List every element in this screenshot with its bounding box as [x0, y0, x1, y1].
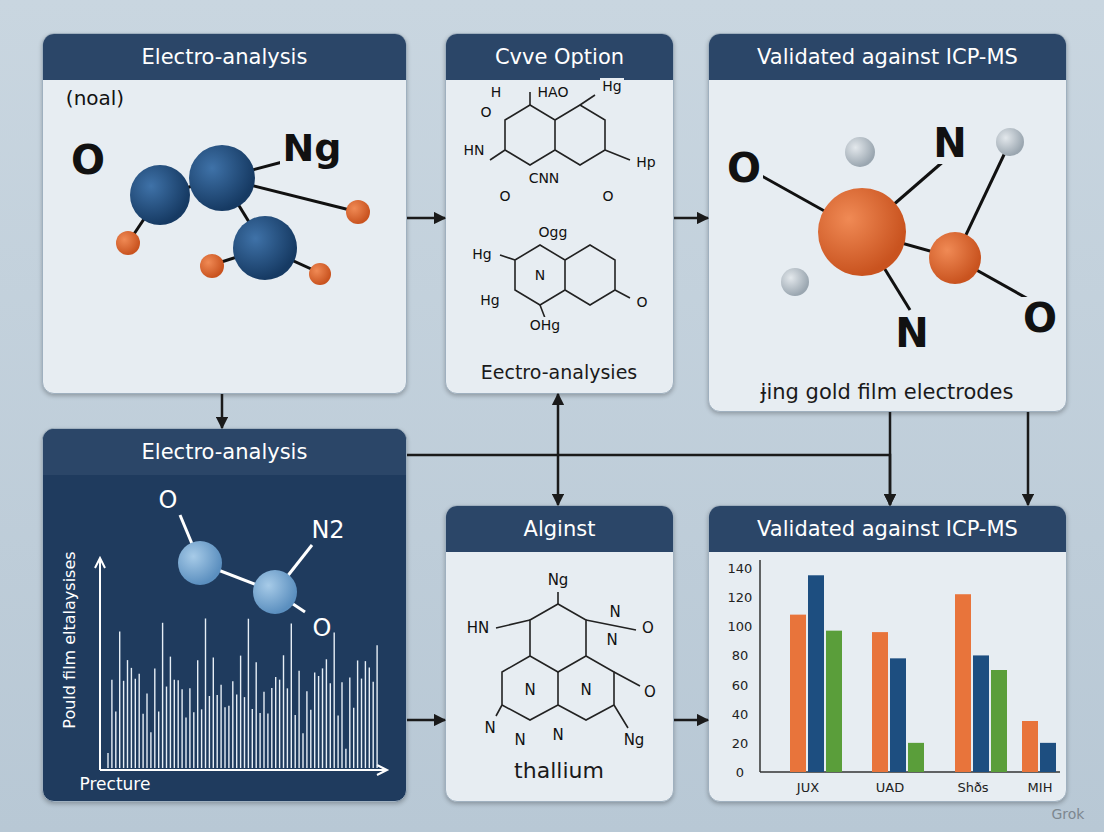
flow-arrow — [407, 719, 445, 722]
atom-label: O — [600, 188, 615, 204]
panel-title: Cvve Option — [495, 45, 624, 69]
atom-label: HN — [465, 620, 492, 637]
atom-label: O — [69, 139, 107, 181]
atom-label: N — [604, 632, 619, 649]
atom-label: N — [482, 720, 497, 737]
structure-lines — [490, 92, 630, 318]
tick-label: 40 — [732, 708, 749, 721]
bar-series — [790, 575, 1056, 772]
atom-label: Ng — [546, 572, 571, 589]
atom-label: O — [313, 616, 332, 640]
atom-label: O — [725, 147, 763, 189]
flow-arrow — [674, 719, 708, 722]
atom-label: N — [522, 682, 537, 699]
atom-label: H — [489, 84, 504, 100]
tick-label: 120 — [728, 591, 753, 604]
flow-arrow — [1027, 412, 1030, 505]
panel-text: Eectro-analysies — [481, 361, 637, 383]
atom-label: O — [1021, 297, 1059, 339]
flow-arrow — [407, 455, 890, 505]
atom-label: OHg — [528, 317, 562, 333]
category-label: Shðs — [957, 781, 988, 794]
atom-label: N — [512, 732, 527, 749]
atom-label: O — [478, 104, 493, 120]
flow-arrow — [407, 217, 445, 220]
panel-text: ɉing gold film electrodes — [761, 380, 1014, 404]
panel-title: Electro-analysis — [142, 45, 308, 69]
watermark: Grok — [1052, 807, 1085, 821]
category-label: UAD — [876, 781, 904, 794]
tick-label: 20 — [732, 737, 749, 750]
flow-arrow — [221, 394, 224, 428]
flow-arrow — [557, 394, 560, 505]
atom-label: Hp — [634, 154, 657, 170]
structure-lines — [496, 592, 640, 728]
tick-label: 60 — [732, 679, 749, 692]
caption-text: (noal) — [64, 87, 126, 109]
bond-lines — [760, 142, 1030, 310]
atom-label: O — [642, 684, 658, 701]
atom-label: N — [893, 312, 930, 354]
panel-title: Validated against ICP-MS — [757, 517, 1018, 541]
tick-label: 80 — [732, 649, 749, 662]
panel-header: Electro-analysis — [43, 429, 406, 475]
atom-label: HN — [462, 142, 487, 158]
atom-label: N — [578, 682, 593, 699]
category-label: MIH — [1028, 781, 1053, 794]
chart-axes — [760, 560, 1060, 772]
axis-title: Precture — [80, 776, 151, 793]
atom-label: Ogg — [537, 224, 570, 240]
category-label: JUX — [797, 781, 819, 794]
atom-label: N — [533, 267, 547, 283]
tick-label: 0 — [736, 766, 744, 779]
atom-label: O — [640, 620, 656, 637]
panel-header: Validated against ICP-MS — [709, 34, 1066, 80]
atom-label: Hg — [478, 292, 501, 308]
chart-axes — [95, 558, 387, 775]
atom-label: CNN — [527, 170, 562, 186]
atom-label: N2 — [311, 518, 344, 542]
atom-label: N — [550, 727, 565, 744]
panel-header: Validated against ICP-MS — [709, 506, 1066, 552]
panel-title: Electro-analysis — [142, 440, 308, 464]
panel-text: thallium — [514, 758, 604, 783]
panel-title: Alginst — [524, 517, 596, 541]
panel-box: Alginst thallium — [445, 505, 674, 802]
tick-label: 100 — [728, 620, 753, 633]
atom-label: Ng — [622, 732, 647, 749]
panel-header: Electro-analysis — [43, 34, 406, 80]
atom-label: Hg — [470, 246, 493, 262]
tick-label: 140 — [728, 562, 753, 575]
atom-label: Ng — [280, 128, 343, 168]
spectrum-peaks — [108, 618, 377, 768]
atom-label: O — [497, 188, 512, 204]
panel-title: Validated against ICP-MS — [757, 45, 1018, 69]
flow-arrow — [674, 217, 708, 220]
panel-header: Alginst — [446, 506, 673, 552]
atom-label: Hg — [600, 78, 623, 94]
atom-label: HAO — [536, 84, 571, 100]
atom-label: O — [159, 488, 178, 512]
atom-label: O — [634, 294, 649, 310]
panel-header: Cvve Option — [446, 34, 673, 80]
atom-label: N — [607, 604, 622, 621]
axis-title: Pould film eltalaysises — [62, 551, 78, 728]
atom-label: N — [931, 122, 968, 164]
